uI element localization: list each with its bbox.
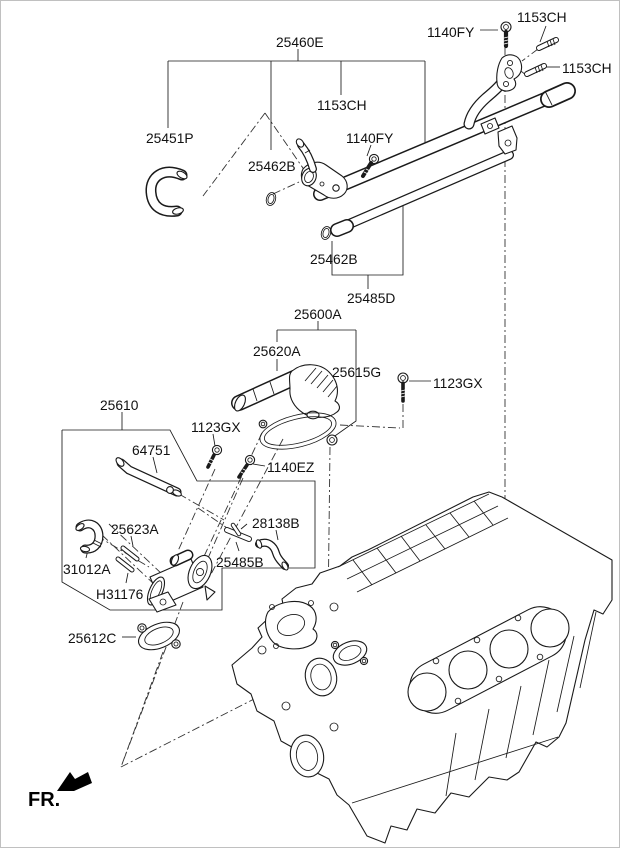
callout-H31176: H31176 — [96, 587, 144, 602]
callout-25610: 25610 — [100, 398, 139, 413]
pin-25623A — [120, 545, 140, 562]
gasket-25612C — [137, 621, 181, 651]
fr-indicator: FR. — [28, 772, 92, 811]
callout-1123GX-left: 1123GX — [191, 420, 241, 435]
coolant-pipe-assembly-25460E — [295, 54, 576, 237]
callout-1140FY-top: 1140FY — [427, 25, 474, 40]
callout-1140EZ: 1140EZ — [267, 460, 314, 475]
bolt-1123GX-left — [206, 444, 223, 469]
stud-1153CH-right — [524, 63, 547, 77]
callout-1153CH-mid: 1153CH — [317, 98, 367, 113]
fr-arrow-icon — [57, 772, 92, 791]
callout-25485D: 25485D — [347, 291, 395, 306]
hose-28138B — [255, 538, 289, 571]
callout-brackets — [61, 49, 426, 611]
callout-labels: 1140FY 1153CH 1153CH 25460E 1153CH 25451… — [63, 10, 612, 646]
callout-25485B: 25485B — [216, 555, 264, 570]
callout-25600A: 25600A — [294, 307, 342, 322]
callout-25615G: 25615G — [332, 365, 381, 380]
callout-64751: 64751 — [132, 443, 170, 458]
fr-label: FR. — [28, 789, 60, 811]
o-ring-25462B-upper — [265, 192, 277, 206]
callout-25451P: 25451P — [146, 131, 194, 146]
callout-1123GX-right: 1123GX — [433, 376, 483, 391]
tube-64751 — [115, 457, 182, 497]
callout-1140FY-mid: 1140FY — [346, 131, 393, 146]
bolt-1123GX-right — [397, 372, 409, 403]
pin-H31176 — [115, 556, 135, 573]
bolt-1140FY-mid — [361, 153, 380, 178]
bolt-1140FY-top — [500, 21, 512, 49]
callout-28138B: 28138B — [252, 516, 300, 531]
water-inlet-fitting — [146, 549, 216, 613]
callout-25462B-lower: 25462B — [310, 252, 358, 267]
leader-lines — [85, 25, 560, 638]
callout-25623A: 25623A — [111, 522, 159, 537]
thermostat-housing-25620A — [231, 364, 340, 420]
callout-1153CH-right: 1153CH — [562, 61, 612, 76]
stud-1153CH-top — [536, 37, 559, 51]
fitting-25485B — [224, 522, 252, 542]
gasket-25615G — [258, 412, 338, 450]
callout-25620A: 25620A — [253, 344, 301, 359]
callout-31012A: 31012A — [63, 562, 111, 577]
o-ring-25462B-lower — [320, 226, 332, 240]
bolt-1140EZ — [237, 454, 256, 479]
callout-25612C: 25612C — [68, 631, 116, 646]
callout-25462B-upper: 25462B — [248, 159, 296, 174]
engine-block — [231, 491, 613, 844]
hose-31012A — [75, 519, 104, 554]
hose-25451P — [145, 166, 188, 217]
callout-1153CH-top: 1153CH — [517, 10, 567, 25]
callout-25460E: 25460E — [276, 35, 324, 50]
pipe-mount-flange — [496, 54, 523, 92]
